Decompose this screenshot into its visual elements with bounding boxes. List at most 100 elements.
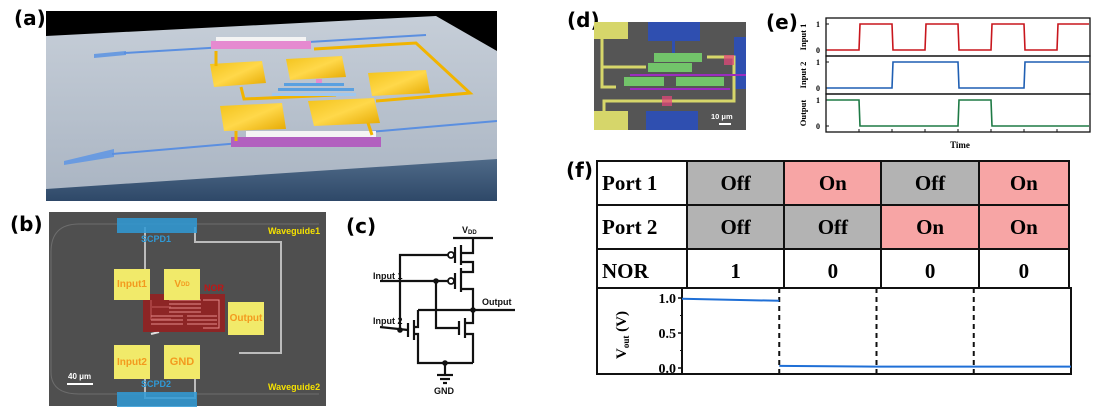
pad-5	[308, 98, 380, 126]
pad-3	[368, 70, 430, 96]
false-color-sem: 10 μm	[594, 22, 746, 130]
truth-table-cell: 0	[783, 248, 883, 294]
truth-table-cell: 0	[977, 248, 1071, 294]
pad-output: Output	[228, 302, 264, 335]
input1-label: Input 1	[373, 271, 403, 281]
pmos-2-bubble	[447, 277, 455, 285]
series-label-0: Input 1	[798, 24, 808, 51]
channel-green-4	[676, 77, 724, 86]
pmos-1-bubble	[447, 251, 455, 259]
detector-bottom	[231, 131, 381, 147]
waveform-frames	[825, 17, 1091, 133]
truth-table-cell: On	[783, 160, 883, 206]
nor-fingers	[151, 299, 220, 329]
vout-line	[681, 297, 1071, 368]
scpd1-label: SCPD1	[141, 234, 172, 244]
waveform-input-1	[827, 23, 1089, 51]
waveform-output	[827, 99, 1089, 127]
channel-green-2	[648, 63, 692, 72]
series-label-2: Output	[798, 100, 808, 127]
scale-bar-d	[719, 123, 731, 125]
wire-output	[313, 41, 474, 103]
vout-series-low	[779, 364, 1071, 368]
pad-1	[210, 61, 266, 87]
truth-table-cell: Off	[685, 204, 786, 250]
gate-purple-bottom	[630, 88, 730, 90]
micrograph-b: SCPD1 SCPD2 Waveguide1 Waveguide2 NOR In…	[49, 212, 326, 407]
panel-label-a: (a)	[14, 6, 46, 30]
series-label-1: Input 2	[798, 62, 808, 89]
truth-table-cell: Off	[880, 160, 980, 206]
pad-gnd: GND	[164, 345, 200, 379]
y-tick-label: 0	[816, 46, 820, 55]
via-2	[662, 96, 672, 106]
pad-2	[286, 56, 346, 80]
pad-input2: Input2	[114, 345, 150, 379]
pad-4	[220, 103, 286, 131]
vout-plot: 0.00.51.0 Vout (V)	[596, 287, 1072, 375]
channel-green-3	[624, 77, 664, 86]
output-label: Output	[482, 297, 512, 307]
scpd2-detector	[117, 392, 197, 407]
nor-label: NOR	[204, 283, 224, 293]
channel-green-1	[654, 53, 702, 62]
waveguide1-label: Waveguide1	[268, 226, 321, 236]
truth-table-cell: 1	[685, 248, 786, 294]
vout-ticks: 0.00.51.0	[659, 292, 682, 375]
junction-dot	[470, 307, 476, 313]
pad-blue-top	[648, 22, 700, 41]
junction-dot	[397, 327, 403, 333]
scale-bar-b	[67, 383, 93, 385]
nor-schematic: VDD Input 1 Input 2 Output GND	[373, 225, 515, 395]
y-tick-label: 0	[816, 122, 820, 131]
waveform-input-2	[827, 61, 1089, 89]
truth-table-cell: Off	[685, 160, 786, 206]
pad-input1: Input1	[114, 269, 150, 300]
device-3d-rendering	[46, 11, 497, 201]
waveform-lines	[827, 23, 1089, 127]
junction-dot	[442, 360, 448, 366]
scale-bar-label-d: 10 μm	[711, 112, 733, 121]
y-tick-label: 0.5	[659, 327, 677, 342]
y-tick-label: 1	[816, 58, 820, 67]
vout-y-label: Vout (V)	[614, 311, 631, 359]
wire-2	[239, 86, 337, 101]
scpd1-detector	[117, 218, 197, 233]
junction-dot	[433, 278, 439, 284]
nor-gate-core	[272, 79, 356, 96]
truth-table-cell: Off	[783, 204, 883, 250]
vout-plot-frame	[596, 287, 1072, 375]
pad-yellow-bottom	[594, 111, 628, 130]
detector-top	[211, 37, 311, 49]
truth-table-cell: On	[977, 204, 1071, 250]
waveguide2-label: Waveguide2	[268, 382, 321, 392]
pad-yellow-top	[594, 22, 628, 39]
gnd-label: GND	[434, 386, 455, 395]
y-tick-label: 0.0	[659, 362, 677, 375]
panel-label-b: (b)	[10, 212, 43, 236]
gate-purple-top	[630, 74, 746, 76]
input2-label: Input 2	[373, 316, 403, 326]
substrate-side	[46, 159, 497, 201]
grating-coupler-1	[94, 51, 126, 58]
panel-label-e: (e)	[766, 10, 798, 34]
y-tick-label: 1	[816, 20, 820, 29]
x-axis-label: Time	[950, 140, 970, 150]
scpd2-label: SCPD2	[141, 379, 172, 389]
pad-blue-right	[734, 37, 746, 89]
pad-vdd-sub: DD	[181, 281, 190, 288]
via-1	[724, 55, 734, 65]
panel-label-f: (f)	[566, 158, 593, 182]
panel-label-c: (c)	[346, 214, 377, 238]
scale-bar-label-b: 40 μm	[68, 372, 92, 381]
row-header: Port 2	[596, 204, 688, 250]
truth-table-cell: On	[977, 160, 1071, 206]
truth-table-cell: 0	[880, 248, 980, 294]
vout-series-high	[681, 297, 780, 302]
